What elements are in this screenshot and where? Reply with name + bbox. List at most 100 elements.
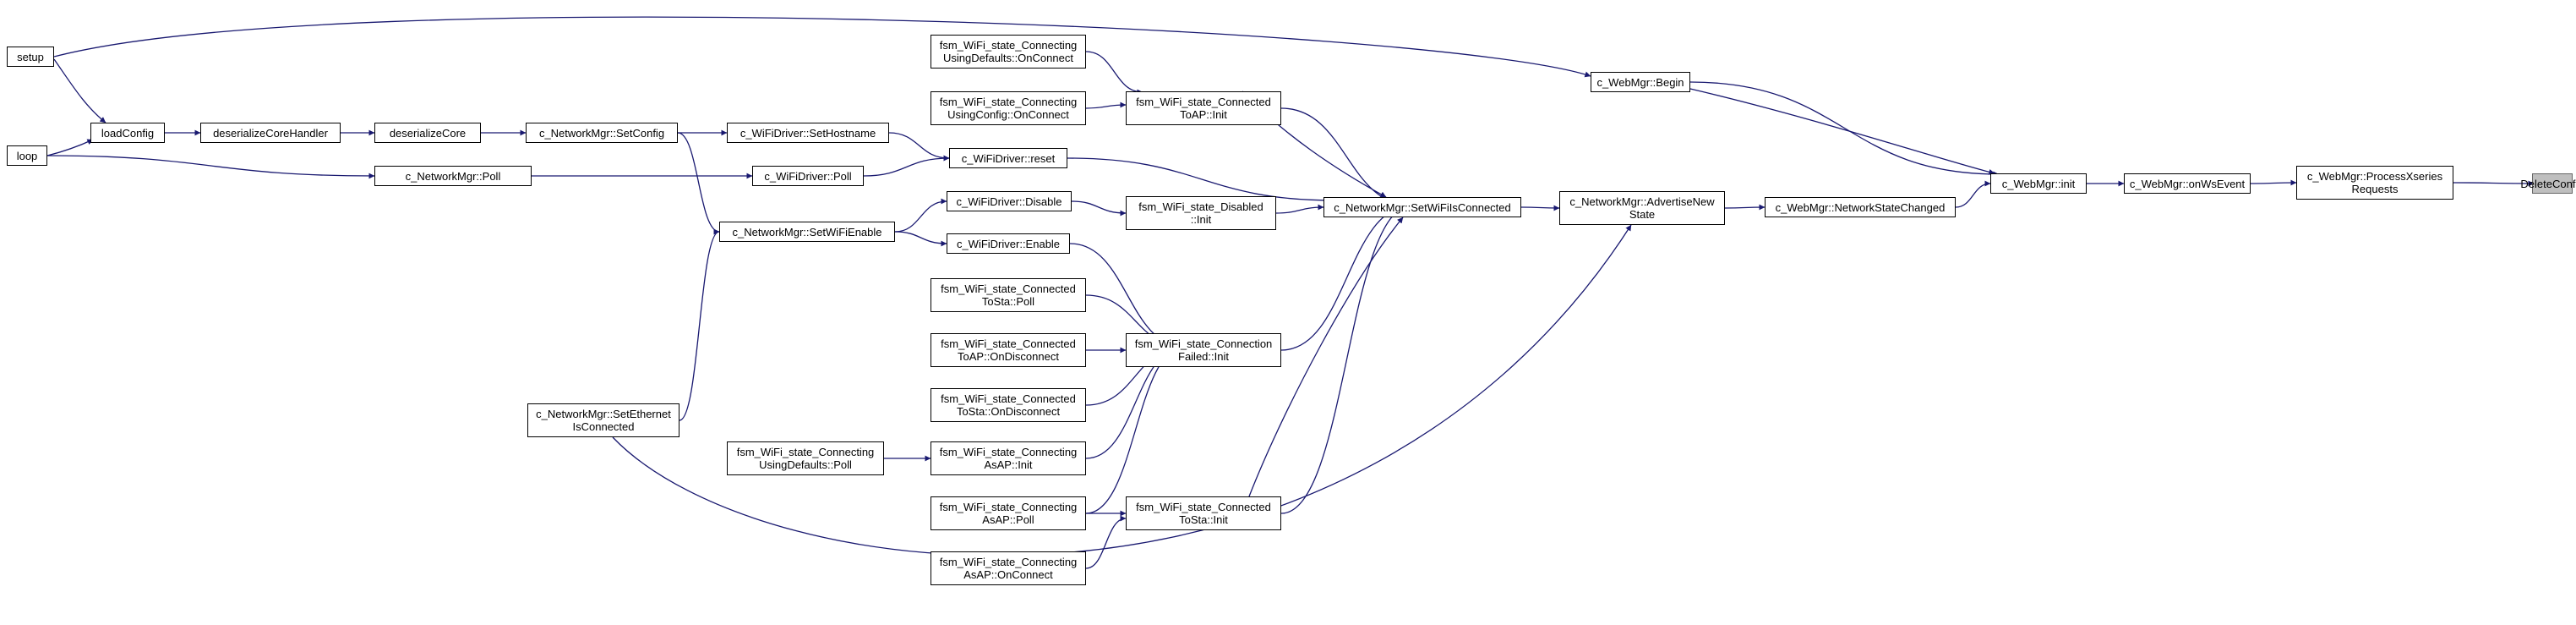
node-wifi-poll[interactable]: c_WiFiDriver::Poll xyxy=(752,166,864,186)
edge-loop-to-load-config xyxy=(46,139,94,156)
edge-setConfig-to-setWiFiEnable xyxy=(677,132,720,235)
node-disable[interactable]: c_WiFiDriver::Disable xyxy=(947,191,1072,211)
edge-connUsingConfigOnConnect-to-connectedToAPInit xyxy=(1085,101,1127,109)
edge-disabledInit-to-setWiFiIsConnected xyxy=(1275,204,1324,214)
edge-setWiFiIsConnected-to-advertiseNewState xyxy=(1520,205,1560,211)
node-loop[interactable]: loop xyxy=(7,145,47,166)
node-label-line: State xyxy=(1629,208,1656,221)
edge-webBegin-to-webInit xyxy=(1689,81,2000,178)
node-label-line: setup xyxy=(17,50,44,63)
node-set-config[interactable]: c_NetworkMgr::SetConfig xyxy=(526,123,678,143)
node-label-line: Failed::Init xyxy=(1178,350,1229,363)
node-label-line: c_NetworkMgr::SetWiFiEnable xyxy=(732,225,882,238)
node-label-line: fsm_WiFi_state_Connecting xyxy=(939,39,1078,52)
node-label-line: deserializeCoreHandler xyxy=(213,126,328,140)
node-label-line: c_WebMgr::Begin xyxy=(1596,75,1684,89)
node-label-line: UsingDefaults::Poll xyxy=(759,458,852,471)
node-web-init[interactable]: c_WebMgr::init xyxy=(1990,173,2087,194)
node-label-line: ::Init xyxy=(1190,213,1212,226)
node-set-hostname[interactable]: c_WiFiDriver::SetHostname xyxy=(727,123,889,143)
node-reset[interactable]: c_WiFiDriver::reset xyxy=(949,148,1067,168)
edge-onWsEvent-to-processXseries xyxy=(2250,179,2297,186)
edge-advertiseNewState-to-networkStateChanged xyxy=(1724,204,1766,211)
edge-setup-to-load-config xyxy=(53,58,106,123)
node-load-config[interactable]: loadConfig xyxy=(90,123,165,143)
edge-setWiFiEnable-to-enable xyxy=(894,231,947,247)
edge-wifiPoll-to-reset xyxy=(863,155,950,177)
node-label-line: fsm_WiFi_state_Connected xyxy=(941,392,1076,405)
node-set-wi-fi-enable[interactable]: c_NetworkMgr::SetWiFiEnable xyxy=(719,222,895,242)
node-label-line: AsAP::Poll xyxy=(982,513,1034,526)
edge-setEthernet-to-setWiFiEnable xyxy=(679,228,720,421)
node-delete-config: DeleteConfig xyxy=(2520,173,2576,194)
node-label-line: c_WiFiDriver::Enable xyxy=(956,237,1061,250)
node-label-line: loop xyxy=(16,149,38,162)
node-network-state-changed[interactable]: c_WebMgr::NetworkStateChanged xyxy=(1765,197,1956,217)
node-web-begin[interactable]: c_WebMgr::Begin xyxy=(1591,72,1690,92)
edge-setWiFiEnable-to-disable xyxy=(894,198,947,233)
node-label-line: c_NetworkMgr::AdvertiseNew xyxy=(1569,195,1715,208)
node-poll[interactable]: c_NetworkMgr::Poll xyxy=(374,166,532,186)
node-label-line: fsm_WiFi_state_Connecting xyxy=(939,556,1078,568)
node-label-line: c_WiFiDriver::reset xyxy=(961,151,1056,165)
node-disabled-init[interactable]: fsm_WiFi_state_Disabled::Init xyxy=(1126,196,1276,230)
node-label-line: fsm_WiFi_state_Connected xyxy=(1136,96,1271,108)
edge-setup-to-web-begin xyxy=(53,16,1591,78)
node-label-line: fsm_WiFi_state_Connected xyxy=(941,282,1076,295)
node-setup[interactable]: setup xyxy=(7,47,54,67)
node-label-line: AsAP::OnConnect xyxy=(963,568,1053,581)
edge-disable-to-disabledInit xyxy=(1071,200,1127,217)
node-deserialize-core-handler[interactable]: deserializeCoreHandler xyxy=(200,123,341,143)
node-label-line: fsm_WiFi_state_Connecting xyxy=(939,96,1078,108)
edge-connected-to-sta-init-long xyxy=(1248,217,1404,497)
node-label-line: c_WebMgr::init xyxy=(2001,177,2076,190)
node-label-line: ToSta::OnDisconnect xyxy=(956,405,1061,418)
edge-processXseries-to-deleteConfig xyxy=(2453,180,2535,187)
node-label-line: c_NetworkMgr::SetWiFiIsConnected xyxy=(1334,200,1511,214)
edge-reset-to-setWiFiIsConnected xyxy=(1067,157,1337,204)
node-set-wi-fi-is-connected[interactable]: c_NetworkMgr::SetWiFiIsConnected xyxy=(1323,197,1521,217)
node-label-line: Requests xyxy=(2351,183,2399,195)
node-label-line: ToAP::OnDisconnect xyxy=(958,350,1059,363)
edge-setHostname-to-reset xyxy=(888,132,950,162)
node-label-line: c_NetworkMgr::SetEthernet xyxy=(536,408,671,420)
node-label-line: DeleteConfig xyxy=(2520,177,2576,190)
node-label-line: AsAP::Init xyxy=(984,458,1033,471)
node-label-line: deserializeCore xyxy=(389,126,467,140)
node-on-ws-event[interactable]: c_WebMgr::onWsEvent xyxy=(2124,173,2251,194)
node-label-line: fsm_WiFi_state_Connecting xyxy=(939,501,1078,513)
node-label-line: c_WebMgr::onWsEvent xyxy=(2129,177,2246,190)
node-label-line: ToSta::Poll xyxy=(981,295,1035,308)
node-deserialize-core[interactable]: deserializeCore xyxy=(374,123,481,143)
node-label-line: ToSta::Init xyxy=(1179,513,1228,526)
node-label-line: UsingDefaults::OnConnect xyxy=(943,52,1073,64)
node-label-line: c_NetworkMgr::Poll xyxy=(405,169,501,183)
node-label-line: fsm_WiFi_state_Disabled xyxy=(1138,200,1263,213)
node-label-line: c_WebMgr::NetworkStateChanged xyxy=(1775,200,1946,214)
edge-loop-to-poll xyxy=(46,155,375,179)
node-label-line: UsingConfig::OnConnect xyxy=(947,108,1069,121)
node-label-line: fsm_WiFi_state_Connecting xyxy=(736,446,875,458)
node-label-line: c_WiFiDriver::Poll xyxy=(764,169,852,183)
node-label-line: c_WiFiDriver::SetHostname xyxy=(740,126,876,140)
node-label-line: c_WebMgr::ProcessXseries xyxy=(2306,170,2443,183)
node-enable[interactable]: c_WiFiDriver::Enable xyxy=(947,233,1070,254)
edge-connUsingDefaultsOnConnect-to-connectedToAPInit xyxy=(1085,51,1143,96)
